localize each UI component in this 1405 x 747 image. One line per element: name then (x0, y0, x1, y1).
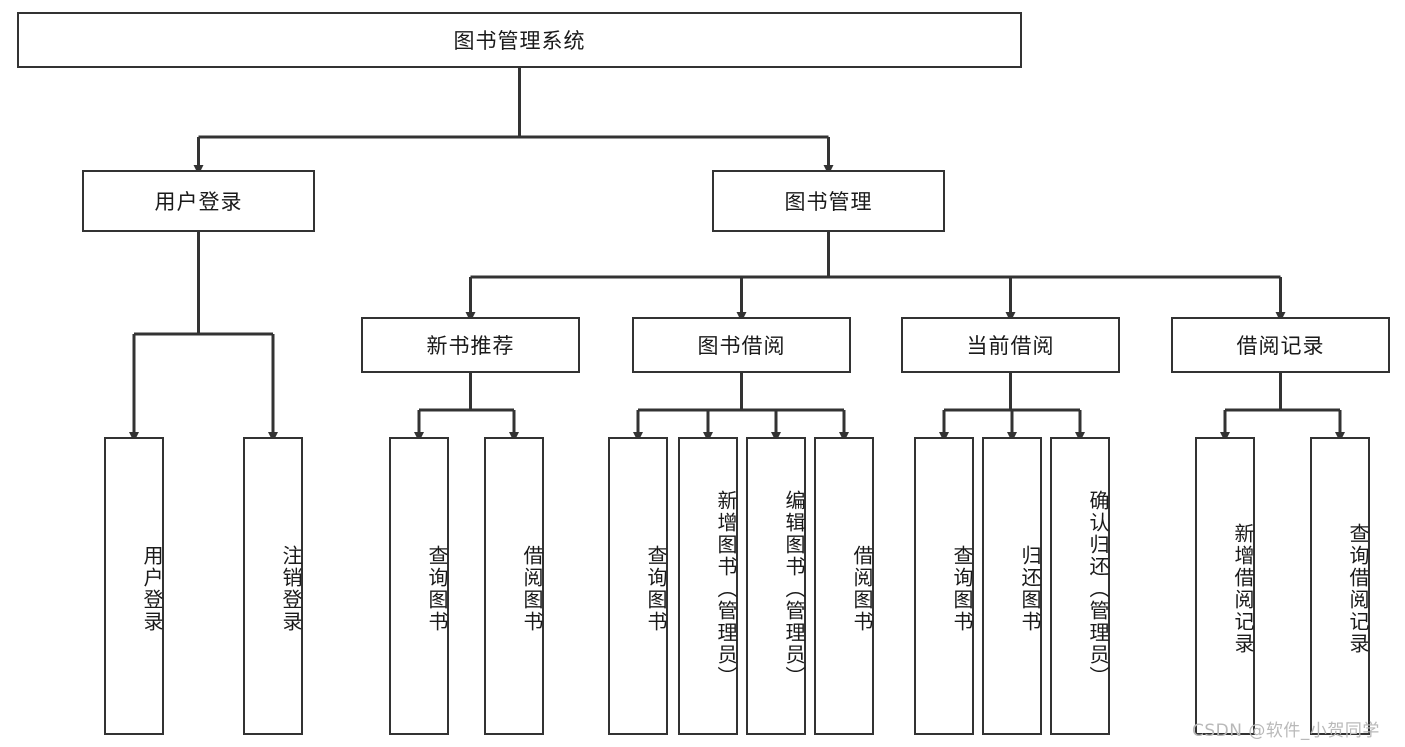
csdn-watermark: CSDN @软件_小贺同学 (1192, 721, 1380, 741)
leaf-query-book-1[interactable]: 查询图书 (389, 437, 449, 735)
node-current-borrow[interactable]: 当前借阅 (901, 317, 1120, 373)
node-book-borrow[interactable]: 图书借阅 (632, 317, 851, 373)
leaf-edit-book[interactable]: 编辑图书（管理员） (746, 437, 806, 735)
leaf-confirm-return[interactable]: 确认归还（管理员） (1050, 437, 1110, 735)
leaf-query-book-3[interactable]: 查询图书 (914, 437, 974, 735)
leaf-label: 注销登录 (279, 545, 303, 633)
node-borrow-record[interactable]: 借阅记录 (1171, 317, 1390, 373)
node-user-login[interactable]: 用户登录 (82, 170, 315, 232)
leaf-user-login[interactable]: 用户登录 (104, 437, 164, 735)
leaf-add-record[interactable]: 新增借阅记录 (1195, 437, 1255, 735)
leaf-label: 查询图书 (644, 545, 668, 633)
node-new-book-recommend[interactable]: 新书推荐 (361, 317, 580, 373)
leaf-label: 归还图书 (1018, 545, 1042, 633)
leaf-label: 新增图书（管理员） (714, 490, 738, 688)
leaf-label: 新增借阅记录 (1231, 523, 1255, 655)
leaf-label: 查询借阅记录 (1346, 523, 1370, 655)
leaf-label: 借阅图书 (520, 545, 544, 633)
leaf-label: 确认归还（管理员） (1086, 490, 1110, 688)
leaf-label: 查询图书 (950, 545, 974, 633)
leaf-label: 查询图书 (425, 545, 449, 633)
leaf-return-book[interactable]: 归还图书 (982, 437, 1042, 735)
leaf-logout[interactable]: 注销登录 (243, 437, 303, 735)
node-book-manage[interactable]: 图书管理 (712, 170, 945, 232)
leaf-label: 用户登录 (140, 545, 164, 633)
leaf-borrow-book-1[interactable]: 借阅图书 (484, 437, 544, 735)
leaf-label: 编辑图书（管理员） (782, 490, 806, 688)
leaf-query-book-2[interactable]: 查询图书 (608, 437, 668, 735)
leaf-label: 借阅图书 (850, 545, 874, 633)
leaf-add-book[interactable]: 新增图书（管理员） (678, 437, 738, 735)
leaf-borrow-book-2[interactable]: 借阅图书 (814, 437, 874, 735)
node-root[interactable]: 图书管理系统 (17, 12, 1022, 68)
leaf-query-record[interactable]: 查询借阅记录 (1310, 437, 1370, 735)
